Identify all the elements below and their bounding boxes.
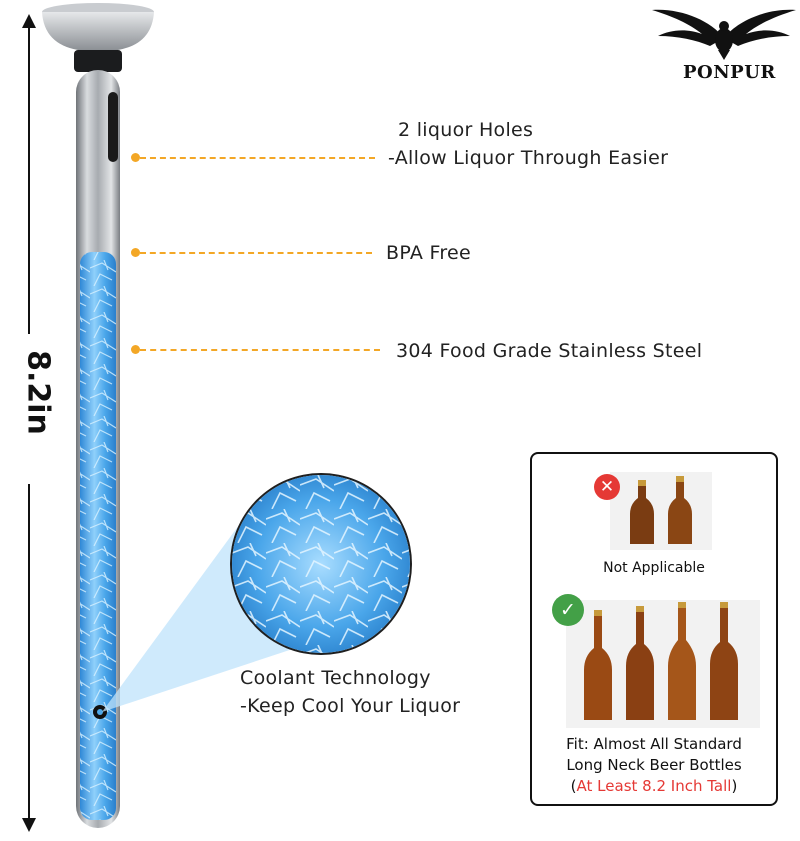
callout-line-bpa xyxy=(140,252,372,254)
callout-liquor-holes-title: 2 liquor Holes xyxy=(398,119,534,141)
short-bottle-icon xyxy=(630,480,654,544)
not-applicable-icon: ✕ xyxy=(594,474,620,500)
fit-line-3: (At Least 8.2 Inch Tall) xyxy=(532,776,776,797)
callout-coolant: Coolant Technology -Keep Cool Your Liquo… xyxy=(240,664,460,720)
fit-paren-close: ) xyxy=(731,777,738,795)
callout-line-steel xyxy=(140,349,380,351)
callout-coolant-title: Coolant Technology xyxy=(240,667,431,689)
applicable-check-icon: ✓ xyxy=(552,594,584,626)
chiller-stick xyxy=(38,0,158,837)
not-applicable-label: Not Applicable xyxy=(603,560,705,576)
fit-line-2: Long Neck Beer Bottles xyxy=(566,756,742,774)
long-neck-bottles-image xyxy=(566,600,760,728)
callout-dot-steel xyxy=(131,345,140,354)
eagle-logo-icon xyxy=(652,9,796,60)
fit-description: Fit: Almost All Standard Long Neck Beer … xyxy=(532,734,776,797)
callout-dot-liquor-holes xyxy=(131,153,140,162)
callout-stainless-steel: 304 Food Grade Stainless Steel xyxy=(396,340,703,362)
callout-liquor-holes: 2 liquor Holes -Allow Liquor Through Eas… xyxy=(388,116,668,172)
coolant-magnified-circle xyxy=(232,475,410,653)
brand-logo: PONPUR xyxy=(650,0,798,95)
compatibility-panel: ✕ Not Applicable ✓ Fit: Almost All Stand xyxy=(530,452,778,806)
brand-name: PONPUR xyxy=(683,62,776,83)
callout-liquor-holes-desc: -Allow Liquor Through Easier xyxy=(388,147,669,169)
fit-paren-open: ( xyxy=(570,777,577,795)
callout-coolant-desc: -Keep Cool Your Liquor xyxy=(240,695,461,717)
short-bottles-image xyxy=(610,472,712,550)
callout-bpa-free: BPA Free xyxy=(386,242,472,264)
dimension-line xyxy=(18,14,40,832)
fit-height-note: At Least 8.2 Inch Tall xyxy=(576,777,732,795)
fit-line-1: Fit: Almost All Standard xyxy=(566,735,742,753)
callout-line-liquor-holes xyxy=(140,157,375,159)
callout-dot-bpa xyxy=(131,248,140,257)
